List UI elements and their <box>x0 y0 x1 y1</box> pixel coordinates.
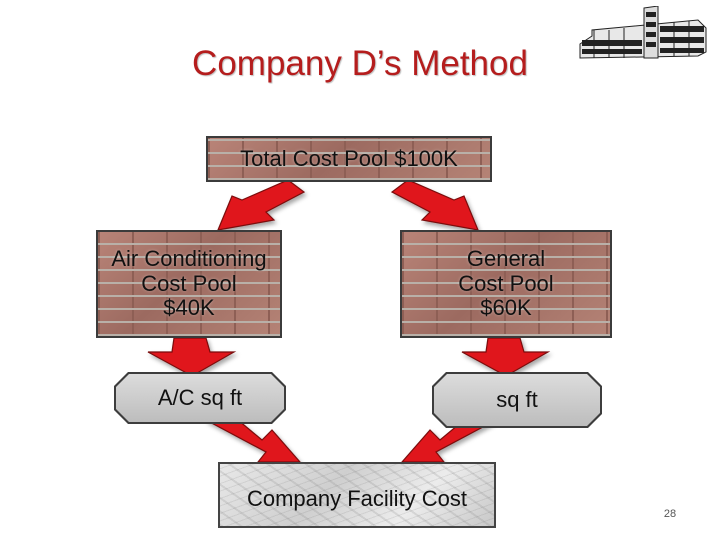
ac-sqft-driver: A/C sq ft <box>114 372 286 424</box>
page-number: 28 <box>663 508 677 520</box>
general-pool-box: General Cost Pool $60K <box>400 230 612 338</box>
general-pool-line1: General <box>466 246 546 272</box>
company-facility-cost-label: Company Facility Cost <box>246 486 468 511</box>
arrow-top-left <box>217 179 306 231</box>
ac-pool-line2: Cost Pool <box>141 270 237 296</box>
office-building-icon <box>579 6 707 59</box>
general-pool-line2: Cost Pool <box>458 270 554 296</box>
arrow-top-right <box>390 179 479 231</box>
total-cost-pool-label: Total Cost Pool $100K <box>240 145 458 171</box>
arrow-right-down <box>461 337 551 377</box>
page-title: Company D’s Method <box>192 44 528 83</box>
ac-pool-line1: Air Conditioning <box>111 246 267 272</box>
company-facility-cost-box: Company Facility Cost <box>218 462 496 528</box>
air-conditioning-pool-box: Air Conditioning Cost Pool $40K <box>96 230 282 338</box>
total-cost-pool-box: Total Cost Pool $100K <box>206 136 492 182</box>
arrow-left-down <box>147 337 237 377</box>
ac-sqft-label: A/C sq ft <box>157 385 243 410</box>
sqft-label: sq ft <box>496 387 538 412</box>
ac-pool-line3: $40K <box>163 295 215 321</box>
sqft-driver: sq ft <box>432 372 602 428</box>
general-pool-line3: $60K <box>480 295 532 321</box>
